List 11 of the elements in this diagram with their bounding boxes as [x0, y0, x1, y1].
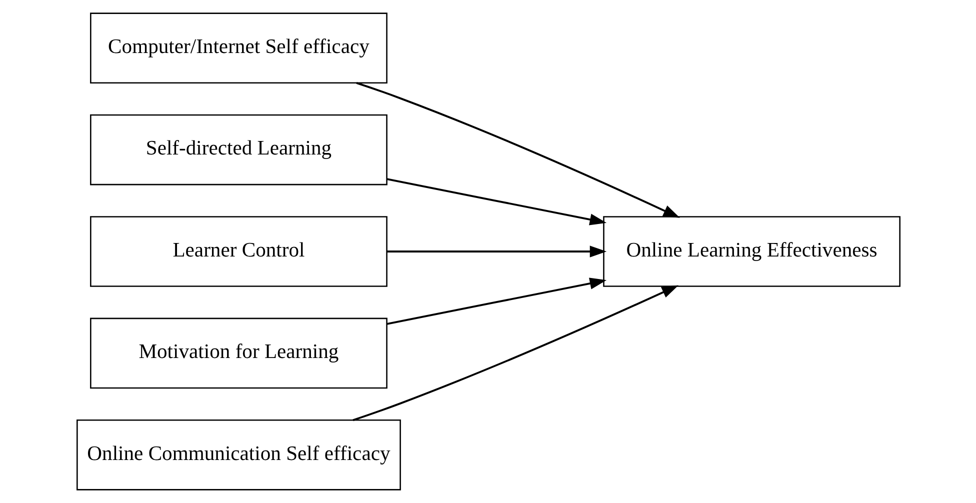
- arrow: [386, 178, 606, 226]
- arrow: [356, 82, 680, 218]
- arrow: [386, 246, 606, 258]
- arrow: [386, 278, 606, 325]
- node-box: Computer/Internet Self efficacy: [90, 12, 387, 84]
- node-box: Online Communication Self efficacy: [76, 420, 400, 490]
- arrow: [352, 285, 678, 422]
- node-box: Motivation for Learning: [90, 318, 387, 389]
- node-box: Online Learning Effectiveness: [602, 216, 900, 287]
- node-box: Self-directed Learning: [90, 114, 387, 186]
- node-box: Learner Control: [90, 216, 387, 287]
